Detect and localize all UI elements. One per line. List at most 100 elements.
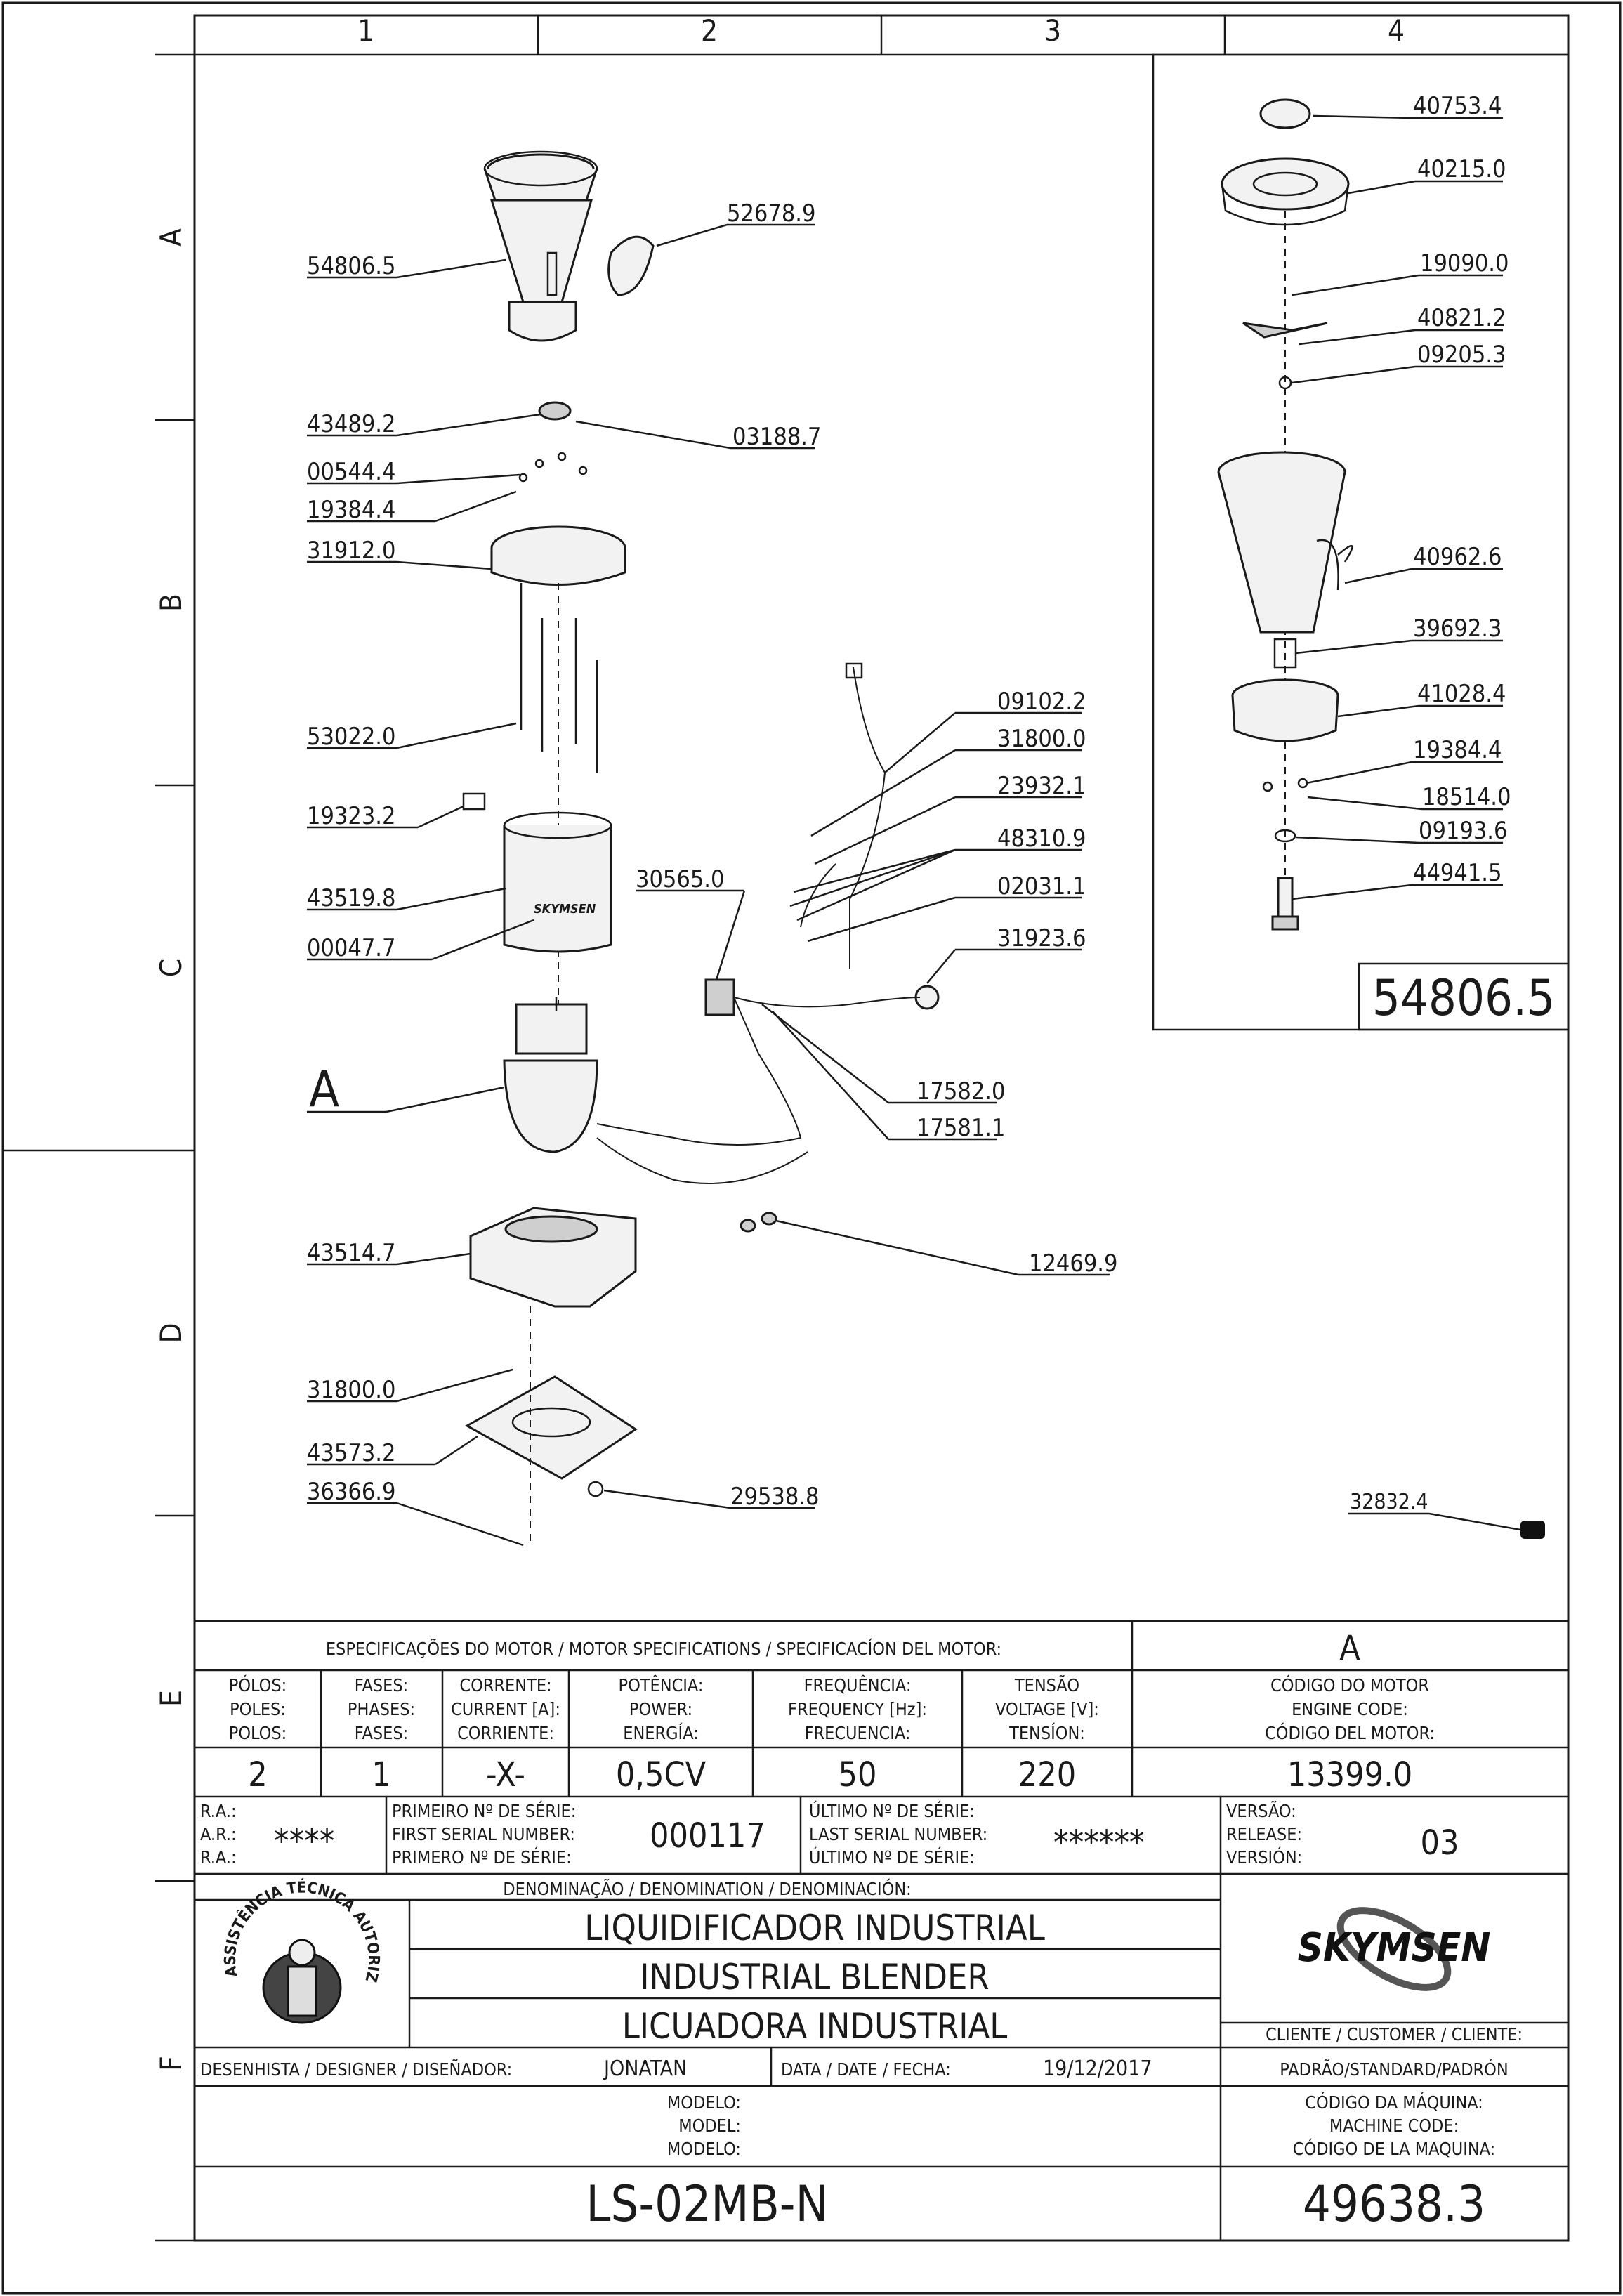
part-label: 43489.2 (307, 410, 395, 438)
spec-value-frequency: 50 (839, 1755, 877, 1795)
spec-value-phases: 1 (372, 1755, 390, 1795)
spec-header: POTÊNCIA: (619, 1675, 704, 1695)
part-label: 19384.4 (307, 496, 395, 524)
part-label: 12469.9 (1029, 1249, 1117, 1278)
part-label: 30565.0 (636, 865, 724, 893)
coupling (538, 401, 572, 421)
brand-name: SKYMSEN (1298, 1925, 1491, 1971)
detail-box-code-cell (1358, 962, 1570, 1031)
spec-header: FREQUÊNCIA: (804, 1675, 912, 1695)
grid-row-D: D (154, 1323, 188, 1343)
motor-spec-table (195, 1620, 1568, 1798)
detail-part-label: 09205.3 (1417, 341, 1506, 369)
blade-detail (1242, 322, 1328, 339)
spec-header: TENSÃO (1014, 1674, 1079, 1695)
model-label: MODELO: (667, 2139, 741, 2159)
motor-spec-header: ESPECIFICAÇÕES DO MOTOR / MOTOR SPECIFIC… (326, 1638, 1001, 1659)
drawing-frame (193, 14, 1570, 2242)
detail-part-label: 39692.3 (1413, 615, 1502, 643)
jar-cup (489, 199, 593, 303)
part-label: 43519.8 (307, 884, 395, 912)
spec-header: POWER: (629, 1699, 692, 1719)
last-serial-label: LAST SERIAL NUMBER: (809, 1824, 987, 1844)
lid-cap-detail (1259, 98, 1311, 129)
customer-label: CLIENTE / CUSTOMER / CLIENTE: (1266, 2024, 1523, 2045)
grid-row-B: B (154, 593, 188, 612)
name-en: INDUSTRIAL BLENDER (640, 1957, 989, 1997)
detail-part-label: 19090.0 (1420, 249, 1509, 277)
part-label: 09102.2 (997, 688, 1086, 716)
jar-detail-drawing (1217, 98, 1353, 931)
detail-leader-lines (1292, 114, 1503, 900)
jar-handle (607, 235, 655, 296)
spec-header: FASES: (355, 1675, 408, 1695)
main-exploded-view: SKYMSEN (462, 150, 1545, 1545)
part-label: 31800.0 (997, 725, 1086, 753)
detail-part-label: 40962.6 (1413, 543, 1502, 571)
denomination-label: DENOMINAÇÃO / DENOMINATION / DENOMINACIÓ… (503, 1878, 911, 1899)
version-value: 03 (1421, 1823, 1459, 1863)
knob-32832 (1520, 1521, 1545, 1539)
spec-value-poles: 2 (248, 1755, 267, 1795)
part-label: 36366.9 (307, 1478, 395, 1506)
spec-header: PÓLOS: (229, 1674, 287, 1695)
detail-box-code: 54806.5 (1372, 969, 1555, 1027)
date-value: 19/12/2017 (1043, 2056, 1152, 2081)
screws (518, 452, 588, 483)
part-label: 23932.1 (997, 772, 1086, 800)
authorized-service-seal: ASSISTÊNCIA TÉCNICA AUTORIZADA (0, 0, 382, 2024)
grid-row-E: E (154, 1690, 188, 1707)
first-serial-label: FIRST SERIAL NUMBER: (392, 1824, 575, 1844)
model-label: MODEL: (678, 2115, 741, 2136)
machine-code-value: 49638.3 (1303, 2175, 1485, 2233)
part-label: 00544.4 (307, 458, 395, 486)
last-serial-value: ****** (1053, 1823, 1145, 1863)
part-label: 43514.7 (307, 1239, 395, 1267)
ra-label: R.A.: (200, 1801, 237, 1821)
detail-part-label: 41028.4 (1417, 680, 1506, 708)
power-cord (849, 667, 886, 969)
date-label: DATA / DATE / FECHA: (781, 2059, 951, 2080)
machine-code-label: MACHINE CODE: (1329, 2115, 1459, 2136)
label-sticker (462, 792, 486, 811)
designer-label: DESENHISTA / DESIGNER / DISEÑADOR: (200, 2059, 512, 2080)
name-es: LICUADORA INDUSTRIAL (622, 2006, 1008, 2047)
version-label: RELEASE: (1226, 1824, 1302, 1844)
ra-label: R.A.: (200, 1847, 237, 1868)
spec-header: TENSÍON: (1008, 1723, 1085, 1743)
title-block (195, 1898, 1568, 2168)
grid-row-A: A (154, 228, 188, 247)
version-label: VERSÃO: (1226, 1800, 1296, 1821)
spec-header: POLES: (230, 1699, 286, 1719)
motor-cover (503, 825, 612, 953)
detail-part-label: 44941.5 (1413, 859, 1502, 887)
last-serial-label: ÚLTIMO Nº DE SÉRIE: (809, 1846, 975, 1868)
svg-text:SKYMSEN: SKYMSEN (534, 902, 596, 917)
first-serial-label: PRIMEIRO Nº DE SÉRIE: (392, 1801, 576, 1821)
motor-ref-label: A (309, 1061, 339, 1118)
part-label: 31923.6 (997, 924, 1086, 952)
seal-text: ASSISTÊNCIA TÉCNICA AUTORIZADA (0, 0, 382, 1984)
last-serial-label: ÚLTIMO Nº DE SÉRIE: (809, 1800, 975, 1821)
name-pt: LIQUIDIFICADOR INDUSTRIAL (584, 1908, 1045, 1948)
grid-col-3: 3 (1044, 13, 1061, 48)
part-label: 53022.0 (307, 723, 395, 751)
part-label: 43573.2 (307, 1439, 395, 1467)
spec-value-power: 0,5CV (616, 1755, 707, 1795)
foot (587, 1481, 604, 1497)
part-label: 31912.0 (307, 537, 395, 565)
spec-value-engine-code: 13399.0 (1287, 1755, 1413, 1795)
part-label: 52678.9 (727, 199, 815, 228)
spec-header: CÓDIGO DEL MOTOR: (1265, 1722, 1435, 1743)
ra-label: A.R.: (200, 1824, 237, 1844)
part-label: 32832.4 (1350, 1490, 1428, 1514)
part-label: 54806.5 (307, 252, 395, 280)
grid-row-F: F (154, 2056, 188, 2071)
spec-header: CÓDIGO DO MOTOR (1270, 1674, 1429, 1695)
part-label: 00047.7 (307, 934, 395, 962)
lid-detail (1221, 157, 1350, 211)
part-label: 31800.0 (307, 1376, 395, 1404)
spec-header: PHASES: (348, 1699, 415, 1719)
spec-header: ENGINE CODE: (1292, 1699, 1408, 1719)
